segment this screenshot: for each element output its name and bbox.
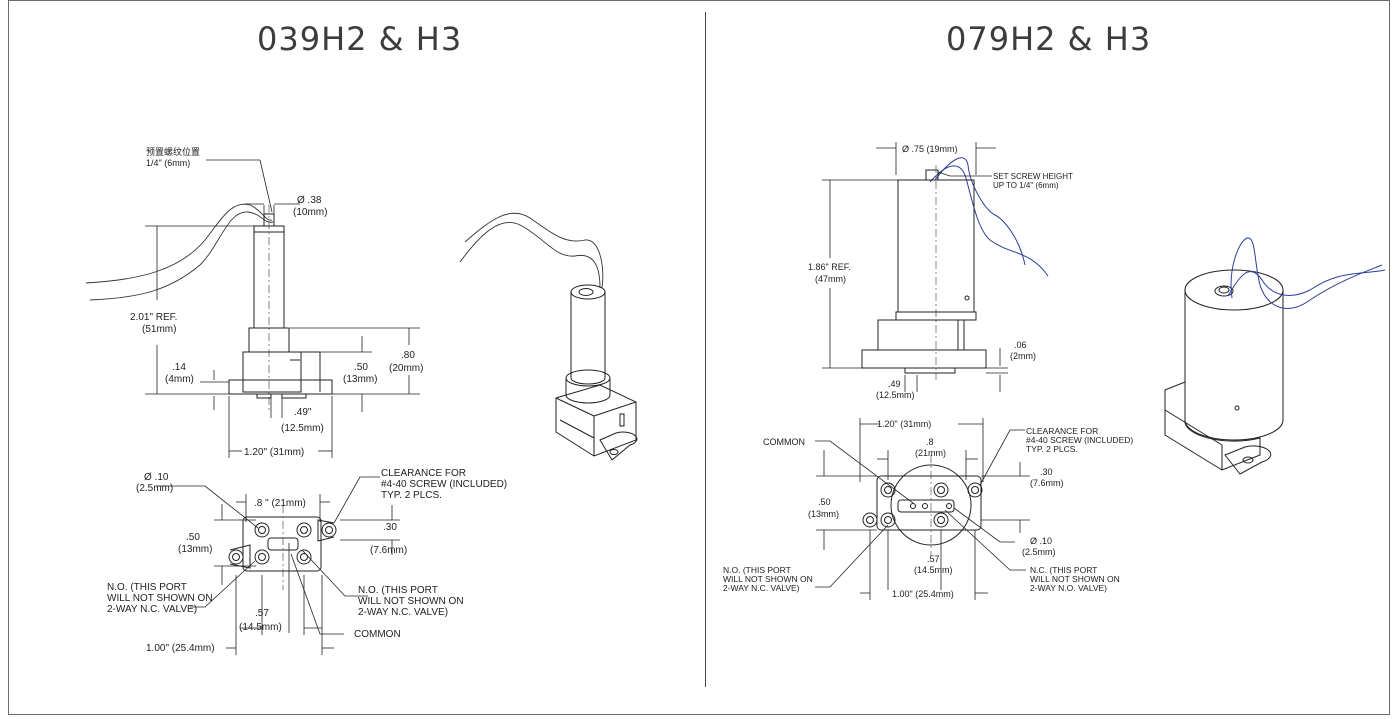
right-d49-mm: (12.5mm) xyxy=(876,390,915,400)
preset-thread-label: 预置螺纹位置 xyxy=(146,146,200,157)
preset-thread-dim: 1/4" (6mm) xyxy=(146,158,190,168)
left-b50: .50 xyxy=(186,532,200,543)
right-b30: .30 xyxy=(1040,467,1053,477)
drawing-frame xyxy=(8,0,1390,715)
left-hole-dia-mm: (2.5mm) xyxy=(136,483,173,494)
right-nc-1: N.C. (THIS PORT xyxy=(1030,565,1097,575)
left-b30: .30 xyxy=(383,522,397,533)
right-d06: .06 xyxy=(1014,340,1027,350)
right-b50: .50 xyxy=(818,497,831,507)
right-set-1: SET SCREW HEIGHT xyxy=(993,172,1073,181)
right-b100: 1.00" (25.4mm) xyxy=(892,589,954,599)
right-bottom-view: 1.20" (31mm) COMMON .8 (21mm) CLEARANCE … xyxy=(723,418,1133,600)
left-iso-view xyxy=(459,212,638,461)
left-no-1: N.O. (THIS PORT xyxy=(107,582,187,593)
left-clearance-2: #4-40 SCREW (INCLUDED) xyxy=(381,479,507,490)
left-side-view: 预置螺纹位置 1/4" (6mm) Ø .38 (10mm) 2.01" REF… xyxy=(85,146,423,458)
right-set-2: UP TO 1/4" (6mm) xyxy=(993,181,1059,190)
right-common: COMMON xyxy=(763,437,805,447)
left-d49-mm: (12.5mm) xyxy=(281,423,324,434)
right-width-label: 1.20" (31mm) xyxy=(877,419,931,429)
right-height-label: 1.86" REF. xyxy=(808,262,851,272)
right-b30-mm: (7.6mm) xyxy=(1030,478,1064,488)
right-side-view: Ø .75 (19mm) SET SCREW HEIGHT UP TO 1/4"… xyxy=(808,142,1073,400)
right-d06-mm: (2mm) xyxy=(1010,351,1036,361)
right-clearance-3: TYP. 2 PLCS. xyxy=(1026,444,1078,454)
left-clearance-3: TYP. 2 PLCS. xyxy=(381,490,442,501)
left-no-2: WILL NOT SHOWN ON xyxy=(107,593,213,604)
left-b100: 1.00" (25.4mm) xyxy=(146,643,215,654)
right-nc-2: WILL NOT SHOWN ON xyxy=(1030,574,1120,584)
right-no-3: 2-WAY N.C. VALVE) xyxy=(723,583,800,593)
right-b57-mm: (14.5mm) xyxy=(914,565,953,575)
left-no-right-1: N.O. (THIS PORT xyxy=(358,585,438,596)
left-no-3: 2-WAY N.C. VALVE) xyxy=(107,604,197,615)
left-spacing: .8 " (21mm) xyxy=(254,498,306,509)
left-no-right-2: WILL NOT SHOWN ON xyxy=(358,596,464,607)
right-d8: .8 xyxy=(926,437,934,447)
left-b30-mm: (7.6mm) xyxy=(370,545,407,556)
left-no-right-3: 2-WAY N.C. VALVE) xyxy=(358,607,448,618)
left-d80: .80 xyxy=(401,350,415,361)
left-d14-mm: (4mm) xyxy=(165,374,194,385)
left-b57: .57 xyxy=(255,608,269,619)
right-nc-3: 2-WAY N.O. VALVE) xyxy=(1030,583,1107,593)
right-clearance-1: CLEARANCE FOR xyxy=(1026,426,1098,436)
left-height-mm: (51mm) xyxy=(142,324,176,335)
right-b50-mm: (13mm) xyxy=(808,509,839,519)
right-height-mm: (47mm) xyxy=(815,274,846,284)
left-clearance-1: CLEARANCE FOR xyxy=(381,468,466,479)
left-d14: .14 xyxy=(172,362,186,373)
right-iso-view xyxy=(1164,237,1386,475)
right-b57: .57 xyxy=(927,554,940,564)
right-title: 079H2 & H3 xyxy=(946,20,1152,58)
left-width-label: 1.20" (31mm) xyxy=(244,447,304,458)
right-clearance-2: #4-40 SCREW (INCLUDED) xyxy=(1026,435,1133,445)
left-d80-mm: (20mm) xyxy=(389,363,423,374)
left-dia-label: Ø .38 xyxy=(297,195,322,206)
left-b57-mm: (14.5mm) xyxy=(239,622,282,633)
left-common: COMMON xyxy=(354,629,401,640)
left-d50-mm: (13mm) xyxy=(343,374,377,385)
left-hole-dia: Ø .10 xyxy=(144,472,169,483)
left-d50: .50 xyxy=(354,362,368,373)
left-bottom-view: Ø .10 (2.5mm) CLEARANCE FOR #4-40 SCREW … xyxy=(107,468,507,655)
right-no-2: WILL NOT SHOWN ON xyxy=(723,574,813,584)
left-title: 039H2 & H3 xyxy=(257,20,463,58)
left-d49: .49" xyxy=(294,407,312,418)
left-b50-mm: (13mm) xyxy=(178,544,212,555)
panel-divider xyxy=(705,12,706,687)
right-hole-dia: Ø .10 xyxy=(1030,536,1052,546)
right-hole-dia-mm: (2.5mm) xyxy=(1022,547,1056,557)
right-d8-mm: (21mm) xyxy=(915,448,946,458)
right-dia-label: Ø .75 (19mm) xyxy=(902,144,958,154)
right-d49: .49 xyxy=(888,379,901,389)
left-dia-mm: (10mm) xyxy=(293,207,327,218)
right-no-1: N.O. (THIS PORT xyxy=(723,565,791,575)
left-height-label: 2.01" REF. xyxy=(130,312,177,323)
